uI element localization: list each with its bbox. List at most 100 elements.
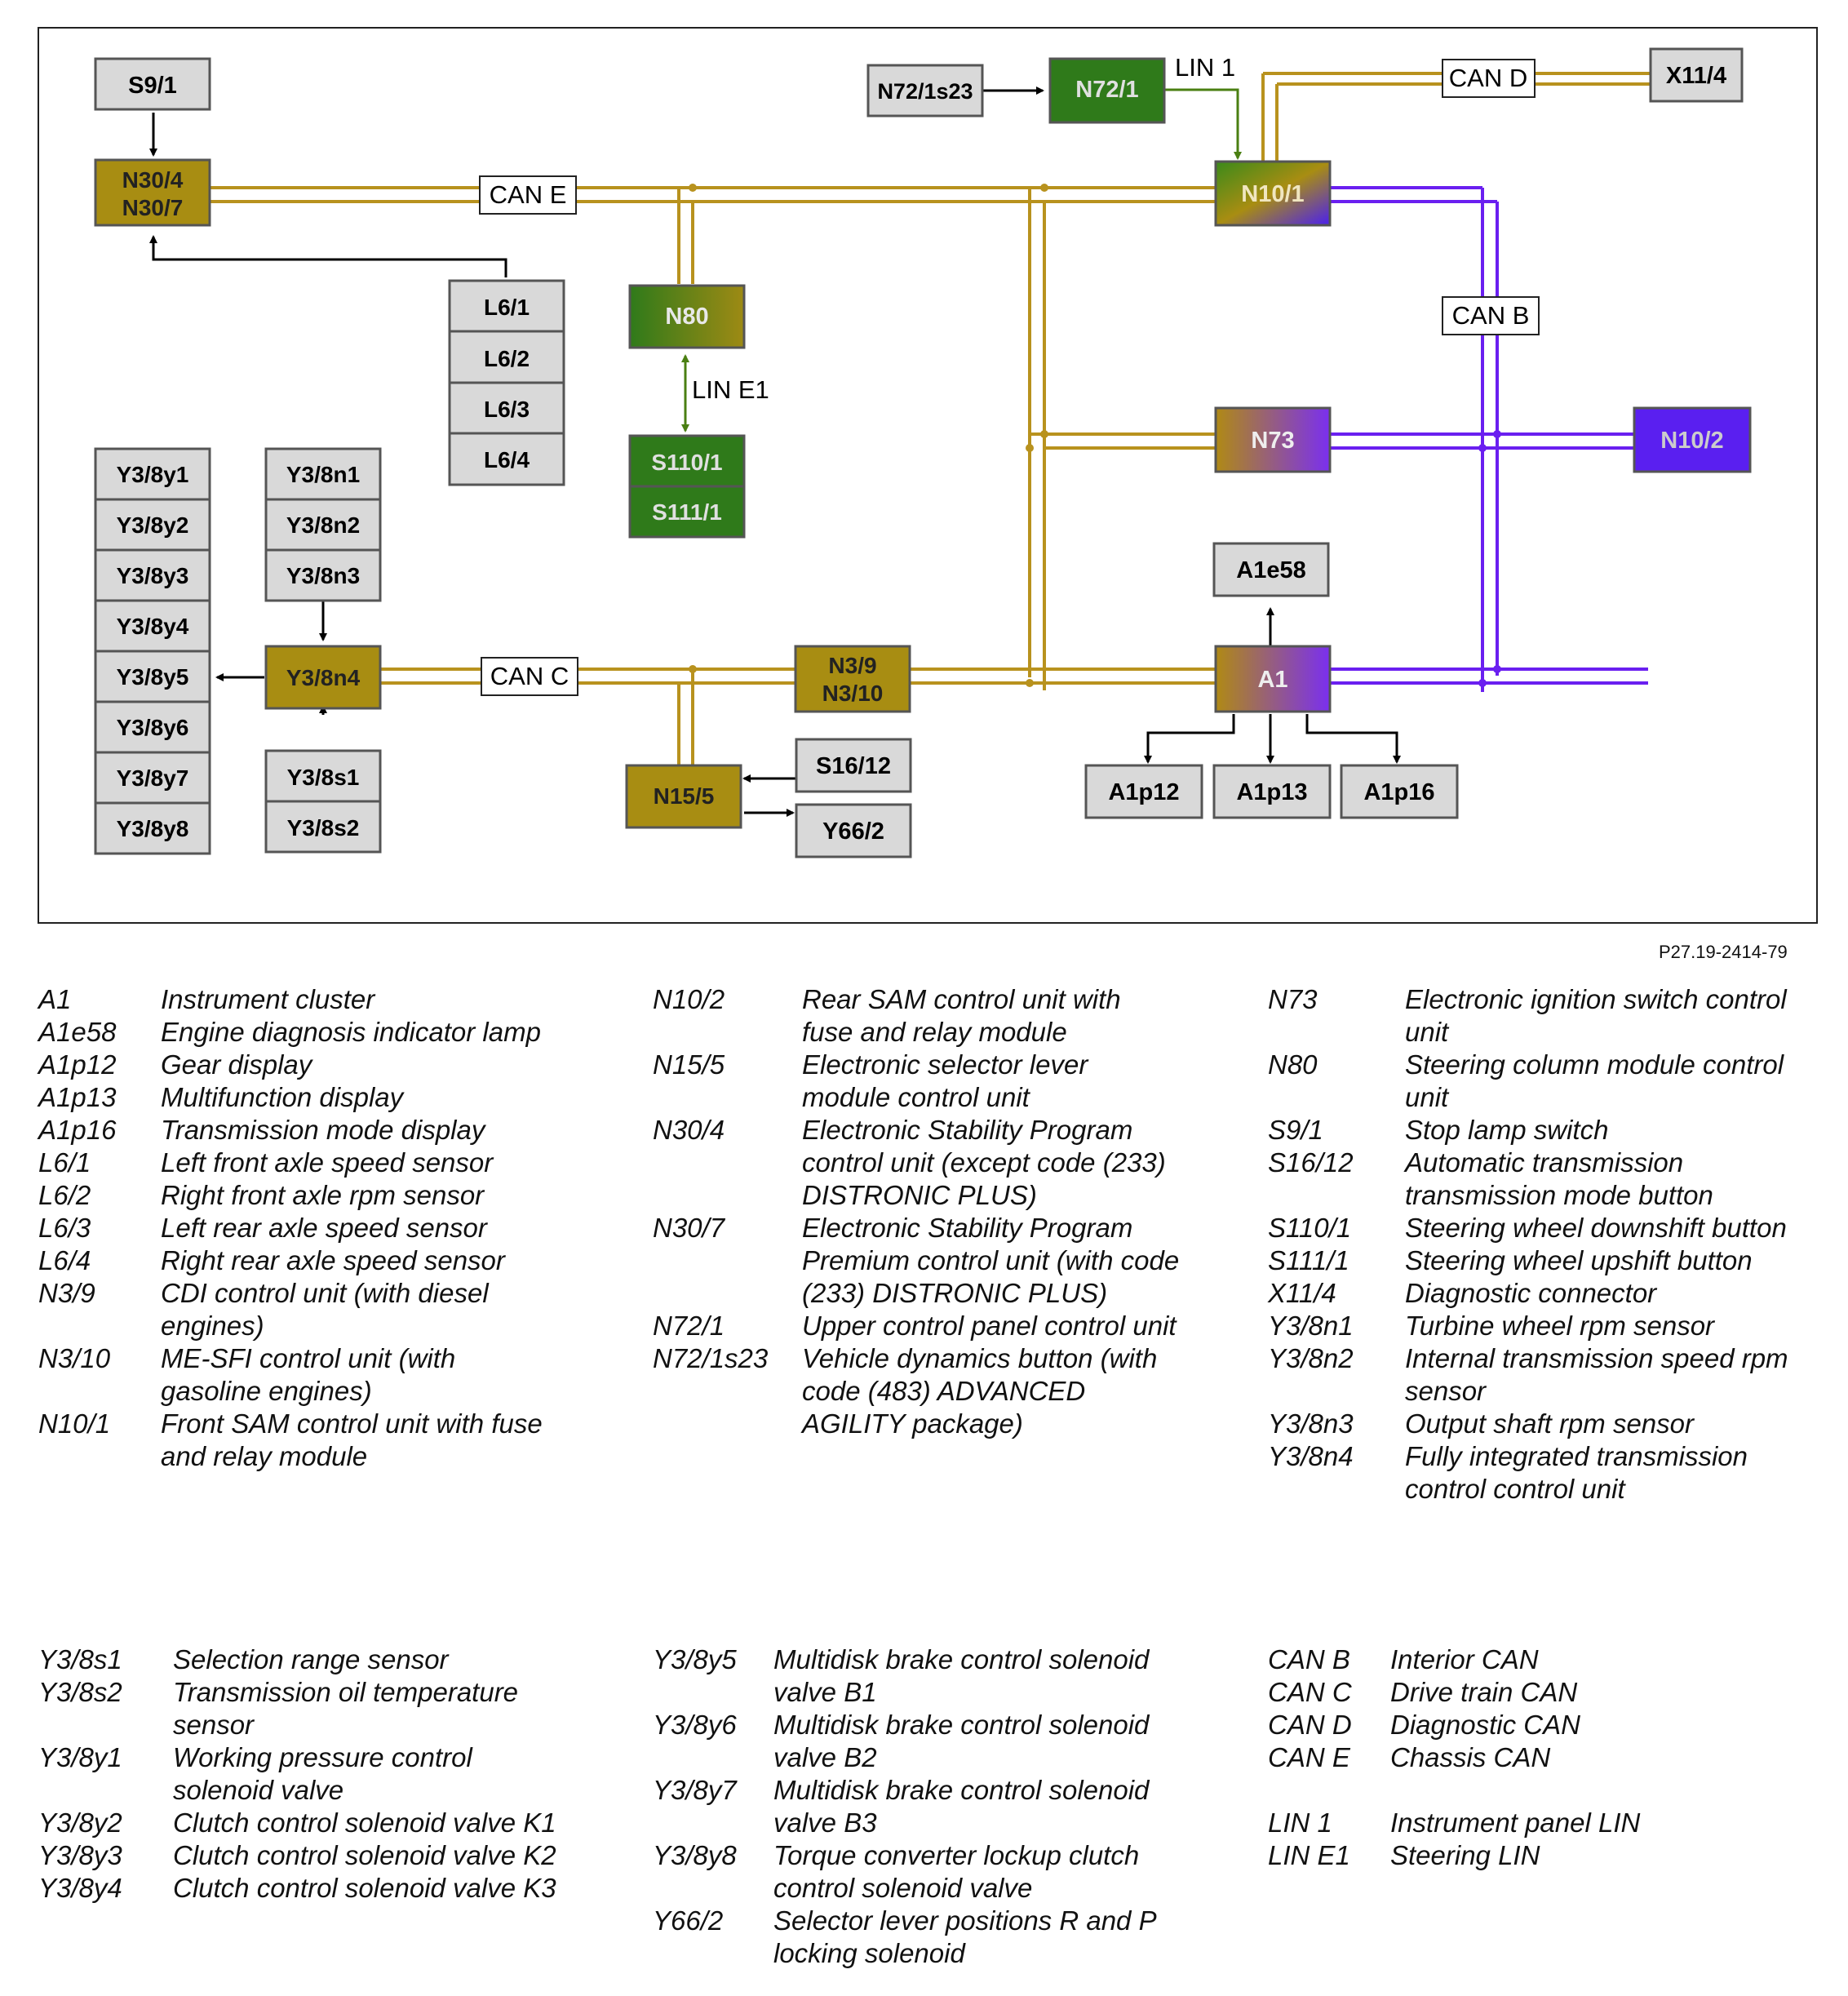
legend-description-line: Fully integrated transmission — [1405, 1441, 1748, 1471]
legend-description-line — [1390, 1774, 1823, 1807]
legend-description-line: control solenoid valve — [773, 1873, 1033, 1903]
legend-description-line: and relay module — [161, 1441, 368, 1471]
legend-description: Left front axle speed sensor — [161, 1147, 609, 1179]
bus-label-lin-1: LIN 1 — [1175, 53, 1235, 82]
svg-text:Y3/8y1: Y3/8y1 — [117, 462, 189, 487]
legend-code: Y3/8y7 — [653, 1775, 737, 1805]
legend-code: S110/1 — [1268, 1213, 1352, 1243]
legend-code: CAN D — [1268, 1710, 1352, 1740]
component-s110-1-s111-1: S110/1 S111/1 — [628, 434, 746, 539]
legend-description-line: unit — [1405, 1082, 1449, 1112]
component-s16-12: S16/12 — [795, 738, 912, 793]
legend-code: CAN C — [1268, 1677, 1352, 1707]
legend-description-line: Automatic transmission — [1405, 1147, 1684, 1178]
legend-description: Steering wheel upshift button — [1405, 1244, 1823, 1277]
legend-code: S9/1 — [1268, 1115, 1323, 1145]
legend-description: Diagnostic CAN — [1390, 1709, 1823, 1741]
component-n72-1s23: N72/1s23 — [866, 64, 984, 118]
svg-text:S16/12: S16/12 — [816, 753, 891, 779]
component-n15-5: N15/5 — [625, 764, 742, 829]
legend-description: Chassis CAN — [1390, 1741, 1823, 1774]
legend-description-line: Upper control panel control unit — [802, 1311, 1177, 1341]
can-e-junctions — [689, 184, 1048, 452]
svg-text:Y3/8y2: Y3/8y2 — [117, 512, 189, 538]
legend-code: A1p16 — [38, 1115, 117, 1145]
legend-code: N72/1 — [653, 1311, 725, 1341]
component-y66-2: Y66/2 — [795, 803, 912, 858]
svg-text:N3/10: N3/10 — [822, 681, 884, 706]
legend-description-line: Electronic Stability Program — [802, 1115, 1133, 1145]
svg-text:Y66/2: Y66/2 — [822, 818, 884, 845]
legend-description-line: Chassis CAN — [1390, 1742, 1551, 1772]
bus-label-lin-e1: LIN E1 — [692, 375, 769, 404]
legend-description-line: Multifunction display — [161, 1082, 404, 1112]
legend-description-line: sensor — [1405, 1376, 1487, 1406]
can-e-bus — [211, 186, 1224, 690]
legend-code: X11/4 — [1268, 1278, 1336, 1308]
legend-description-line: Right rear axle speed sensor — [161, 1245, 505, 1275]
svg-text:S111/1: S111/1 — [652, 499, 722, 525]
legend-code: LIN 1 — [1268, 1807, 1332, 1838]
legend-description-line: Turbine wheel rpm sensor — [1405, 1311, 1715, 1341]
legend-code: N72/1s23 — [653, 1343, 769, 1373]
legend-description: Clutch control solenoid valve K1 — [173, 1807, 626, 1839]
component-s9-1: S9/1 — [94, 57, 211, 111]
legend-description-line: Clutch control solenoid valve K3 — [173, 1873, 556, 1903]
legend-description: Right front axle rpm sensor — [161, 1179, 609, 1212]
svg-text:CAN E: CAN E — [490, 180, 567, 209]
legend-description-line: Electronic Stability Program — [802, 1213, 1133, 1243]
legend-description-line: Front SAM control unit with fuse — [161, 1408, 543, 1439]
svg-text:Y3/8n4: Y3/8n4 — [286, 665, 361, 690]
legend-code: Y3/8y8 — [653, 1840, 737, 1870]
legend-description-line: DISTRONIC PLUS) — [802, 1180, 1037, 1210]
component-a1p13: A1p13 — [1212, 764, 1332, 819]
legend-code — [1268, 1774, 1390, 1807]
svg-text:A1p16: A1p16 — [1363, 779, 1434, 805]
legend-entry: CAN D Diagnostic CAN — [1268, 1709, 1823, 1741]
legend-description-line: Electronic selector lever — [802, 1049, 1088, 1080]
legend-description-line: Stop lamp switch — [1405, 1115, 1609, 1145]
svg-text:A1p12: A1p12 — [1108, 779, 1179, 805]
legend-description-line: code (483) ADVANCED — [802, 1376, 1086, 1406]
legend-code: N73 — [1268, 984, 1318, 1014]
component-n30-4-n30-7: N30/4 N30/7 — [94, 158, 211, 227]
legend-description-line: Multidisk brake control solenoid — [773, 1710, 1150, 1740]
legend-description: Multifunction display — [161, 1081, 609, 1114]
legend-description-line: Multidisk brake control solenoid — [773, 1644, 1150, 1674]
component-n72-1: N72/1 — [1048, 57, 1166, 124]
component-y3-8n-stack: Y3/8n1 Y3/8n2 Y3/8n3 — [264, 447, 382, 602]
legend-description-line: locking solenoid — [773, 1938, 965, 1968]
legend-code: CAN B — [1268, 1644, 1350, 1674]
legend-description-line: Electronic ignition switch control — [1405, 984, 1787, 1014]
svg-text:Y3/8s2: Y3/8s2 — [287, 815, 360, 841]
svg-text:S9/1: S9/1 — [128, 73, 177, 99]
legend-description-line: ME-SFI control unit (with — [161, 1343, 456, 1373]
legend-code: LIN E1 — [1268, 1840, 1350, 1870]
legend-description-line: Working pressure control — [173, 1742, 472, 1772]
legend-code: N10/1 — [38, 1408, 111, 1439]
bus-label-can-c: CAN C — [481, 657, 578, 696]
legend-entry: S9/1 Stop lamp switch — [1268, 1114, 1823, 1147]
legend-description-line: module control unit — [802, 1082, 1030, 1112]
